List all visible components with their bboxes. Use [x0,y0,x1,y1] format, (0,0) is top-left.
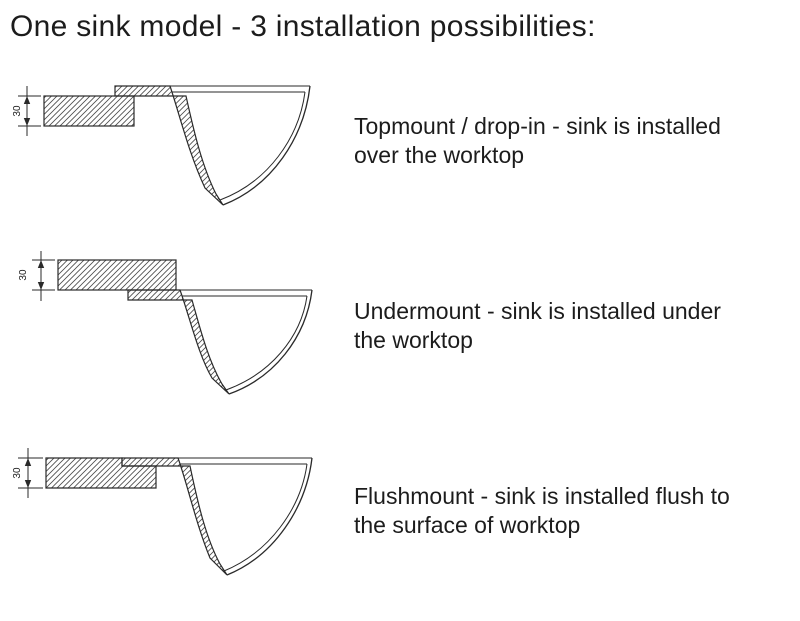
undermount-diagram: 30 [18,251,313,395]
installation-description: Flushmount - sink is installed flush to … [354,482,730,538]
installation-row-flushmount: 30 Flushmount - sink is installed flush … [10,436,796,586]
sink-cross-section [121,457,228,576]
sink-cross-section [127,289,230,395]
installation-description: Undermount - sink is installed under the… [354,297,721,353]
dimension-annotation: 30 [18,251,55,301]
sink-cross-section [114,85,224,206]
flushmount-diagram: 30 [12,448,313,576]
worktop-cross-section [43,95,135,127]
dimension-annotation: 30 [12,86,41,136]
installation-row-topmount: 30 Topmount / drop-in - sink is installe… [10,66,796,216]
installation-row-undermount: 30 Undermount - sink is installed under … [10,246,796,406]
dimension-annotation: 30 [12,448,43,498]
worktop-cross-section [57,259,177,291]
dimension-label: 30 [18,269,29,281]
page-title: One sink model - 3 installation possibil… [10,10,596,43]
installation-description: Topmount / drop-in - sink is installed o… [354,112,721,168]
dimension-label: 30 [12,105,23,117]
sink-bowl-outline [178,457,313,576]
topmount-diagram: 30 [12,85,311,206]
dimension-label: 30 [12,467,23,479]
sink-bowl-outline [180,289,313,395]
sink-bowl-outline [170,85,311,206]
